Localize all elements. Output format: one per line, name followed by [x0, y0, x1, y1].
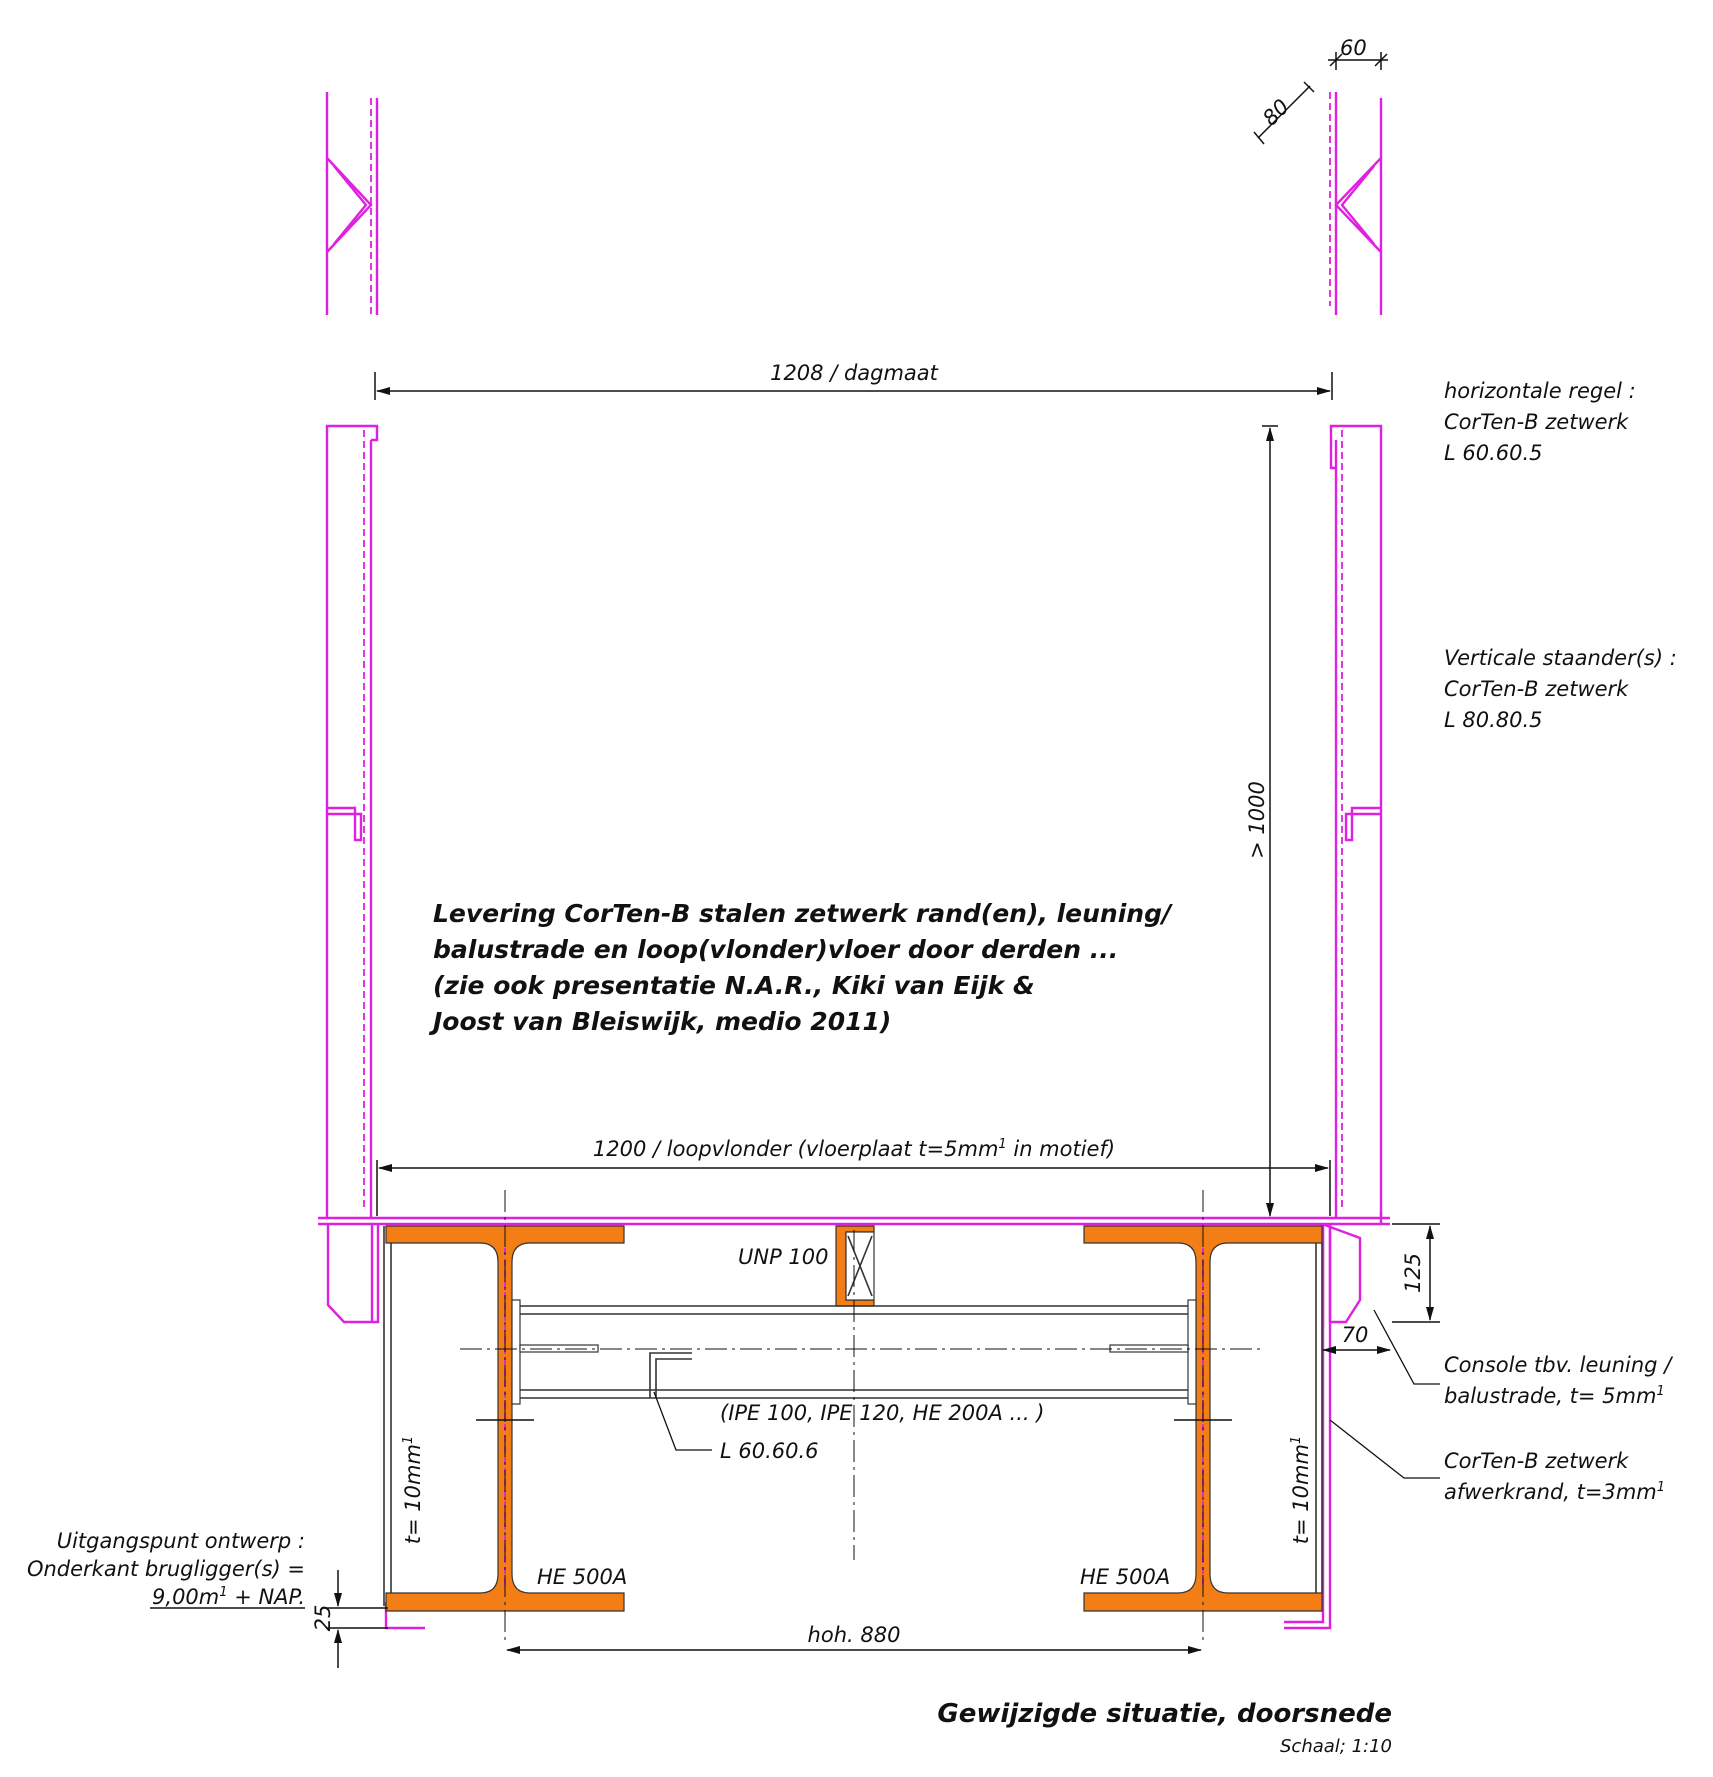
- dim-1000-text: > 1000: [1245, 781, 1269, 859]
- title-block: Gewijzigde situatie, doorsnede Schaal; 1…: [937, 1699, 1392, 1757]
- dimension-880: hoh. 880: [506, 1623, 1202, 1654]
- note-vp-line-2: CorTen-B zetwerk: [1444, 677, 1629, 701]
- note-vertical-posts: Verticale staander(s) : CorTen-B zetwerk…: [1444, 646, 1677, 732]
- note-edge-finish: CorTen-B zetwerk afwerkrand, t=3mm1: [1329, 1419, 1665, 1504]
- dim-70-text: 70: [1342, 1323, 1369, 1347]
- note-vp-line-3: L 80.80.5: [1444, 708, 1543, 732]
- dim-125-text: 125: [1401, 1253, 1425, 1293]
- top-detail-right: [1329, 92, 1383, 315]
- note-horizontal-rail: horizontale regel : CorTen-B zetwerk L 6…: [1444, 379, 1636, 465]
- top-detail-left: [325, 92, 379, 315]
- note-design-basis: Uitgangspunt ontwerp : Onderkant bruglig…: [27, 1529, 305, 1609]
- angle-label: L 60.60.6: [720, 1439, 819, 1463]
- note-hr-line-1: horizontale regel :: [1444, 379, 1636, 403]
- drawing-scale: Schaal; 1:10: [1280, 1736, 1392, 1757]
- dimension-80: 80: [1253, 81, 1315, 145]
- angle-leader: [653, 1391, 712, 1451]
- dim-25-text: 25: [311, 1605, 335, 1632]
- plate-left-label: t= 10mm1: [401, 1436, 425, 1544]
- unp100-section: [835, 1225, 875, 1307]
- he500a-left-label: HE 500A: [537, 1565, 627, 1589]
- delivery-note: Levering CorTen-B stalen zetwerk rand(en…: [428, 899, 1173, 1036]
- dim-1208-text: 1208 / dagmaat: [770, 361, 939, 385]
- delivery-line-1: Levering CorTen-B stalen zetwerk rand(en…: [433, 899, 1173, 928]
- note-db-line-1: Uitgangspunt ontwerp :: [57, 1529, 305, 1553]
- note-edge-line-1: CorTen-B zetwerk: [1444, 1449, 1629, 1473]
- dimension-25: 25: [311, 1570, 388, 1668]
- plate-right-label: t= 10mm1: [1289, 1436, 1313, 1544]
- dim-60-text: 60: [1340, 36, 1367, 60]
- dimension-60: 60: [1328, 36, 1388, 70]
- unp100-label: UNP 100: [738, 1245, 829, 1269]
- note-console: Console tbv. leuning / balustrade, t= 5m…: [1373, 1309, 1673, 1408]
- note-db-line-2: Onderkant brugligger(s) =: [27, 1557, 305, 1581]
- dim-80-text: 80: [1258, 95, 1294, 131]
- note-console-line-1: Console tbv. leuning /: [1444, 1353, 1673, 1377]
- steel-section: [383, 1190, 1323, 1640]
- note-hr-line-2: CorTen-B zetwerk: [1444, 410, 1629, 434]
- delivery-line-4: Joost van Bleiswijk, medio 2011): [428, 1007, 891, 1036]
- dim-880-text: hoh. 880: [808, 1623, 901, 1647]
- dimension-1208: 1208 / dagmaat: [374, 361, 1333, 400]
- dimension-70: 70: [1322, 1323, 1391, 1354]
- drawing-title: Gewijzigde situatie, doorsnede: [937, 1699, 1392, 1729]
- note-console-line-2: balustrade, t= 5mm1: [1444, 1384, 1665, 1408]
- he500a-right-label: HE 500A: [1080, 1565, 1170, 1589]
- note-db-line-3: 9,00m1 + NAP.: [152, 1585, 305, 1609]
- note-edge-line-2: afwerkrand, t=3mm1: [1444, 1480, 1665, 1504]
- dimension-125: 125: [1392, 1223, 1440, 1323]
- note-hr-line-3: L 60.60.5: [1444, 441, 1543, 465]
- right-railing: [1284, 424, 1383, 1630]
- note-vp-line-1: Verticale staander(s) :: [1444, 646, 1677, 670]
- dimension-1200: 1200 / loopvlonder (vloerplaat t=5mm1 in…: [376, 1137, 1331, 1216]
- dim-1200-text: 1200 / loopvlonder (vloerplaat t=5mm1 in…: [593, 1137, 1115, 1161]
- dimension-1000: > 1000: [1245, 425, 1278, 1217]
- cross-beam-label: (IPE 100, IPE 120, HE 200A ... ): [720, 1401, 1044, 1425]
- delivery-line-2: balustrade en loop(vlonder)vloer door de…: [433, 935, 1118, 964]
- delivery-line-3: (zie ook presentatie N.A.R., Kiki van Ei…: [433, 971, 1035, 1000]
